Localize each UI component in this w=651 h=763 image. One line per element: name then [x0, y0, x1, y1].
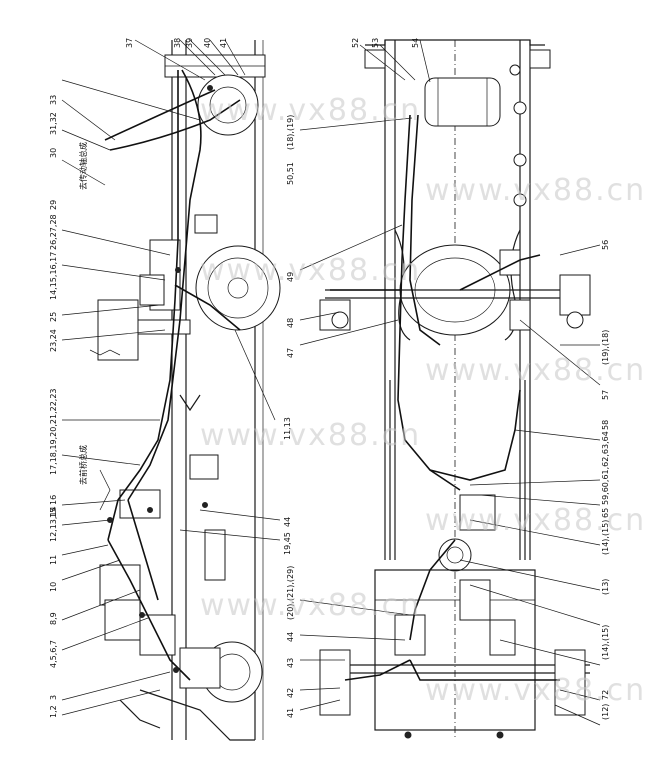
right-label-19-18: (19),(18)	[601, 330, 610, 365]
top-label-38: 38	[173, 38, 182, 48]
watermark-text: www.vx88.cn	[425, 173, 646, 208]
left-label-12-14: 12,13,14	[49, 506, 58, 542]
left-label-10: 10	[49, 582, 58, 592]
left-view-labels: 1,2 3 4,5,6,7 8,9 10 11 12,13,14 15 16 1…	[49, 38, 292, 718]
top-label-39: 39	[185, 38, 194, 48]
right-label-19-45: 19,45	[283, 532, 292, 555]
right-label-41: 41	[286, 708, 295, 718]
right-label-47: 47	[286, 348, 295, 358]
right-label-50-51: 50,51	[286, 162, 295, 185]
right-label-72: 72	[601, 690, 610, 700]
right-label-58: 58	[601, 420, 610, 430]
left-label-23-24: 23,24	[49, 329, 58, 352]
watermark-text: www.vx88.cn	[200, 253, 421, 288]
left-label-26-28: 26,27,28	[49, 214, 58, 250]
left-label-17-23: 17,18,19,20,21,22,23	[49, 388, 58, 475]
right-label-11-13: 11,13	[283, 417, 292, 440]
left-label-25: 25	[49, 312, 58, 322]
left-label-29: 29	[49, 200, 58, 210]
right-label-52: 52	[351, 38, 360, 48]
callout-drive-shaft: 去传动轴总成	[78, 142, 88, 190]
watermark-text: www.vx88.cn	[425, 673, 646, 708]
right-label-54: 54	[411, 38, 420, 48]
left-label-3: 3	[49, 695, 58, 700]
right-label-14-15-b: (14),(15)	[601, 625, 610, 660]
top-label-41: 41	[219, 38, 228, 48]
right-leader-lines	[299, 39, 601, 726]
right-label-49: 49	[286, 272, 295, 282]
right-label-18-19: (18),(19)	[286, 115, 295, 150]
right-chassis-view	[319, 39, 591, 740]
right-label-57: 57	[601, 390, 610, 400]
top-label-37: 37	[125, 38, 134, 48]
left-label-33: 33	[49, 95, 58, 105]
right-label-12: (12)	[601, 704, 610, 720]
left-label-4-7: 4,5,6,7	[49, 640, 58, 668]
watermark-text: www.vx88.cn	[425, 503, 646, 538]
right-label-20-21-29: (20),(21),(29)	[286, 566, 295, 620]
top-label-40: 40	[203, 38, 212, 48]
left-label-14-17: 14,15,16,17	[49, 252, 58, 300]
right-label-44: 44	[286, 632, 295, 642]
right-label-14-15-a: (14),(15)	[601, 520, 610, 555]
watermark-text: www.vx88.cn	[200, 588, 421, 623]
callout-front-axle: 去前桥总成	[78, 445, 88, 485]
right-label-53: 53	[371, 38, 380, 48]
left-label-8-9: 8,9	[49, 612, 58, 625]
left-label-11: 11	[49, 555, 58, 565]
watermark-text: www.vx88.cn	[200, 93, 421, 128]
left-chassis-view	[89, 40, 281, 741]
watermark-layer: www.vx88.cn www.vx88.cn www.vx88.cn www.…	[200, 93, 646, 708]
right-label-44: 44	[283, 517, 292, 527]
left-label-1-2: 1,2	[49, 705, 58, 718]
right-label-42: 42	[286, 688, 295, 698]
right-label-65: 65	[601, 508, 610, 518]
watermark-text: www.vx88.cn	[200, 418, 421, 453]
right-label-59-64: 59,60,61,62,63,64	[601, 431, 610, 505]
right-label-43: 43	[286, 658, 295, 668]
right-label-13: (13)	[601, 579, 610, 595]
right-label-48: 48	[286, 318, 295, 328]
right-view-labels: 41 42 43 44 (20),(21),(29) 47 48 49 50,5…	[286, 38, 610, 720]
left-label-30: 30	[49, 148, 58, 158]
left-label-16: 16	[49, 495, 58, 505]
right-label-56: 56	[601, 240, 610, 250]
watermark-text: www.vx88.cn	[425, 353, 646, 388]
left-leader-lines	[61, 39, 281, 716]
left-label-31-32: 31,32	[49, 112, 58, 135]
left-label-15: 15	[49, 508, 58, 518]
